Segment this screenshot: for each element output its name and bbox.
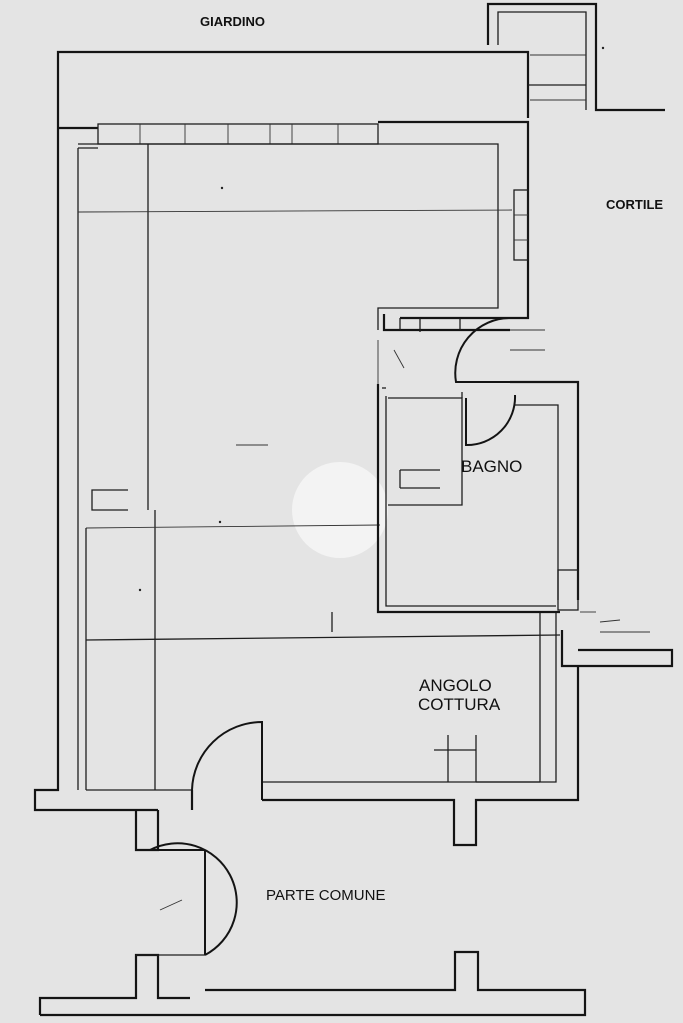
label-bagno: BAGNO: [461, 457, 522, 476]
misc-marks: [138, 46, 605, 592]
stair-block: [486, 2, 665, 112]
label-giardino: GIARDINO: [200, 14, 265, 29]
common-area-walls: [38, 950, 587, 1017]
label-parte-comune: PARTE COMUNE: [266, 887, 385, 904]
interior-walls: [77, 144, 561, 791]
watermark-logo: [292, 462, 388, 558]
exterior-walls: [33, 120, 674, 847]
label-angolo: ANGOLO: [419, 676, 492, 695]
label-cortile: CORTILE: [606, 197, 663, 212]
label-cottura: COTTURA: [418, 695, 501, 714]
doors: [134, 317, 545, 956]
terrace-band: [56, 50, 586, 128]
